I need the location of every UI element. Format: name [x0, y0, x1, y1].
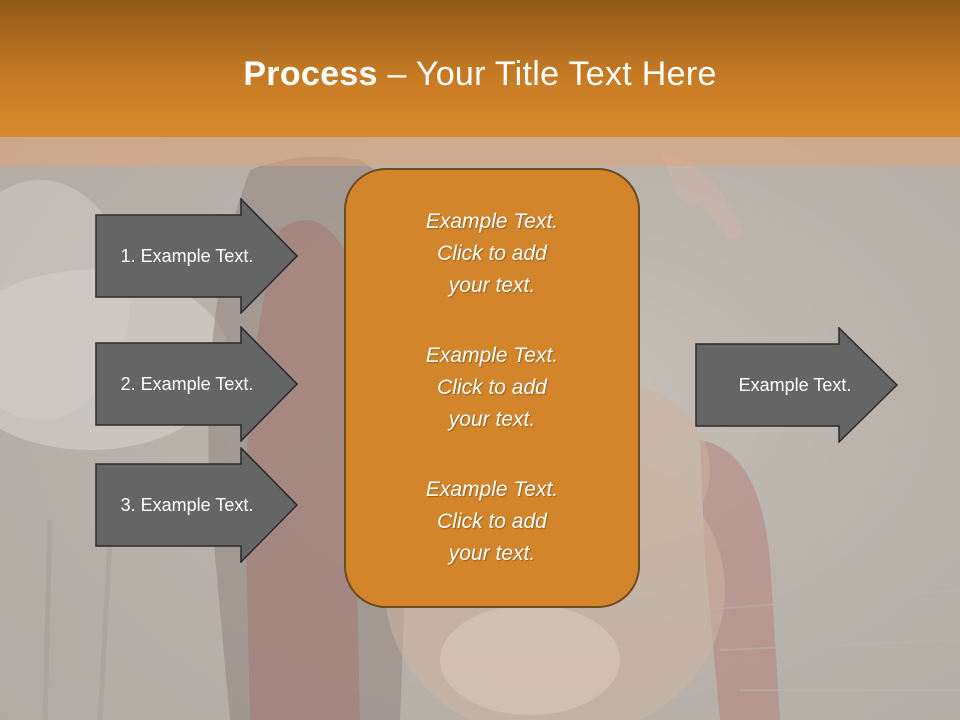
- left-arrow-1[interactable]: 1. Example Text.: [95, 198, 299, 314]
- title-bar: [0, 0, 960, 137]
- arrow-label: 3. Example Text.: [120, 494, 254, 515]
- slide-title[interactable]: Process – Your Title Text Here: [0, 52, 960, 96]
- center-text-block-2[interactable]: Example Text. Click to add your text.: [425, 344, 559, 431]
- left-arrow-3[interactable]: 3. Example Text.: [95, 447, 299, 563]
- arrow-shape: [695, 327, 899, 443]
- arrow-label: 1. Example Text.: [120, 245, 254, 266]
- title-accent-strip: [0, 137, 960, 166]
- center-text-block-3[interactable]: Example Text. Click to add your text.: [425, 478, 559, 565]
- left-arrow-2[interactable]: 2. Example Text.: [95, 326, 299, 442]
- center-text-box[interactable]: Example Text. Click to add your text. Ex…: [344, 168, 640, 608]
- arrow-label: Example Text.: [738, 374, 852, 395]
- title-rest-part: – Your Title Text Here: [377, 55, 717, 93]
- right-arrow[interactable]: Example Text.: [695, 327, 899, 443]
- arrow-shape: [95, 447, 299, 563]
- arrow-shape: [95, 326, 299, 442]
- title-bold-part: Process: [243, 55, 378, 93]
- arrow-label: 2. Example Text.: [120, 373, 254, 394]
- arrow-shape: [95, 198, 299, 314]
- center-text-block-1[interactable]: Example Text. Click to add your text.: [425, 210, 559, 297]
